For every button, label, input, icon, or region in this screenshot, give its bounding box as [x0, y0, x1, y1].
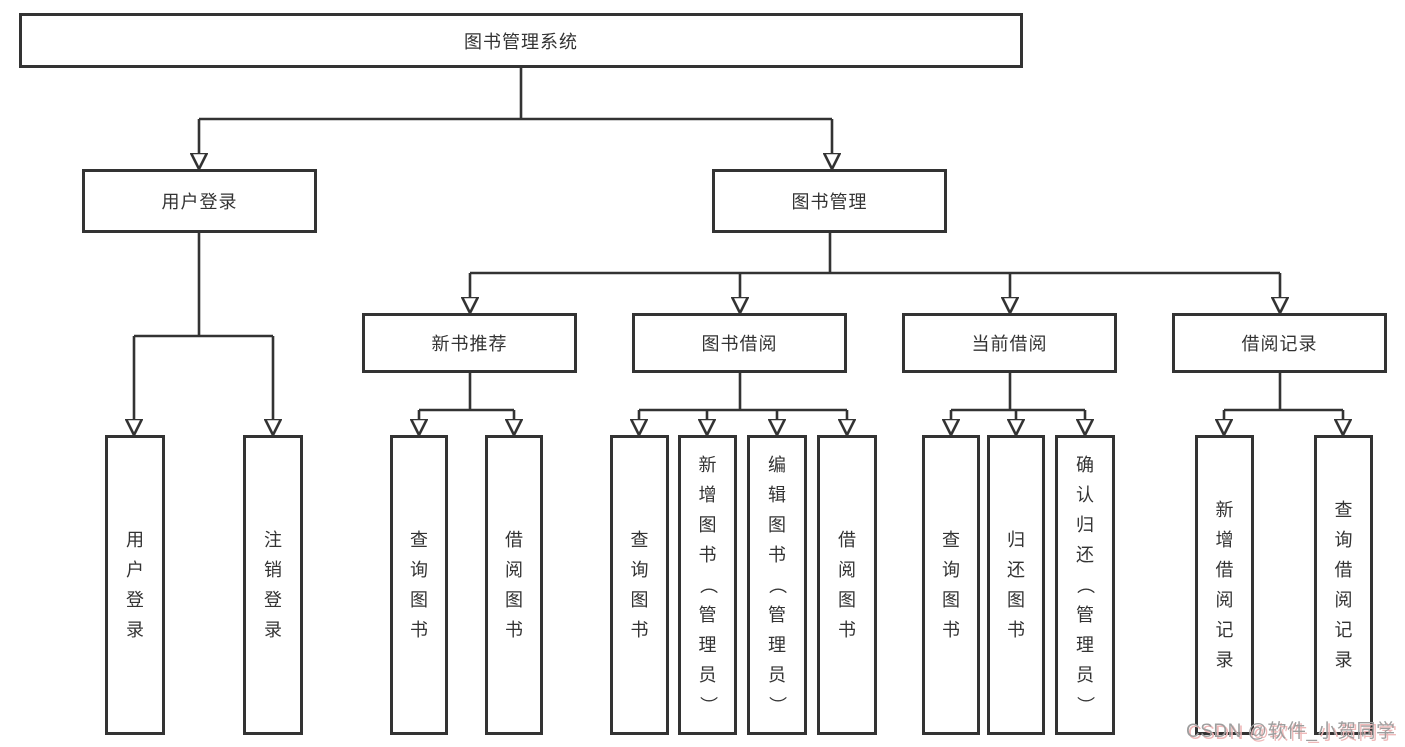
leaf-recommend-borrow-books: 借阅图书 — [485, 435, 543, 735]
node-root-system: 图书管理系统 — [19, 13, 1023, 68]
leaf-recommend-query-books-label: 查询图书 — [410, 530, 428, 640]
node-book-management: 图书管理 — [712, 169, 947, 233]
leaf-current-query-books: 查询图书 — [922, 435, 980, 735]
leaf-query-borrow-record: 查询借阅记录 — [1314, 435, 1373, 735]
leaf-borrow-books-label: 借阅图书 — [838, 530, 856, 640]
leaf-user-login-label: 用户登录 — [126, 530, 144, 640]
node-user-login-label: 用户登录 — [161, 192, 238, 212]
node-current-borrowing: 当前借阅 — [902, 313, 1117, 373]
csdn-watermark: CSDN @软件_小贺同学 — [1186, 721, 1396, 742]
leaf-query-borrow-record-label: 查询借阅记录 — [1334, 500, 1353, 670]
node-book-borrowing: 图书借阅 — [632, 313, 847, 373]
node-borrowing-records: 借阅记录 — [1172, 313, 1387, 373]
leaf-recommend-borrow-books-label: 借阅图书 — [505, 530, 523, 640]
leaf-return-books: 归还图书 — [987, 435, 1045, 735]
leaf-add-borrow-record: 新增借阅记录 — [1195, 435, 1254, 735]
node-book-management-label: 图书管理 — [791, 192, 868, 212]
leaf-recommend-query-books: 查询图书 — [390, 435, 448, 735]
leaf-borrow-books: 借阅图书 — [817, 435, 877, 735]
node-borrowing-records-label: 借阅记录 — [1241, 334, 1318, 354]
leaf-borrowing-query-books-label: 查询图书 — [630, 530, 649, 640]
leaf-current-query-books-label: 查询图书 — [942, 530, 960, 640]
leaf-add-borrow-record-label: 新增借阅记录 — [1215, 500, 1234, 670]
node-root-system-label: 图书管理系统 — [464, 31, 578, 52]
leaf-confirm-return-admin: 确认归还（管理员） — [1055, 435, 1115, 735]
node-new-book-recommend-label: 新书推荐 — [431, 334, 508, 354]
leaf-borrowing-query-books: 查询图书 — [610, 435, 669, 735]
leaf-edit-books-admin-label: 编辑图书（管理员） — [767, 455, 787, 714]
leaf-add-books-admin: 新增图书（管理员） — [678, 435, 737, 735]
leaf-logout: 注销登录 — [243, 435, 303, 735]
node-user-login: 用户登录 — [82, 169, 317, 233]
leaf-return-books-label: 归还图书 — [1007, 530, 1025, 640]
leaf-add-books-admin-label: 新增图书（管理员） — [697, 455, 718, 714]
node-current-borrowing-label: 当前借阅 — [971, 334, 1048, 354]
node-new-book-recommend: 新书推荐 — [362, 313, 577, 373]
leaf-edit-books-admin: 编辑图书（管理员） — [747, 435, 807, 735]
leaf-logout-label: 注销登录 — [264, 530, 282, 640]
leaf-user-login: 用户登录 — [105, 435, 165, 735]
leaf-confirm-return-admin-label: 确认归还（管理员） — [1075, 455, 1095, 714]
node-book-borrowing-label: 图书借阅 — [701, 334, 778, 354]
